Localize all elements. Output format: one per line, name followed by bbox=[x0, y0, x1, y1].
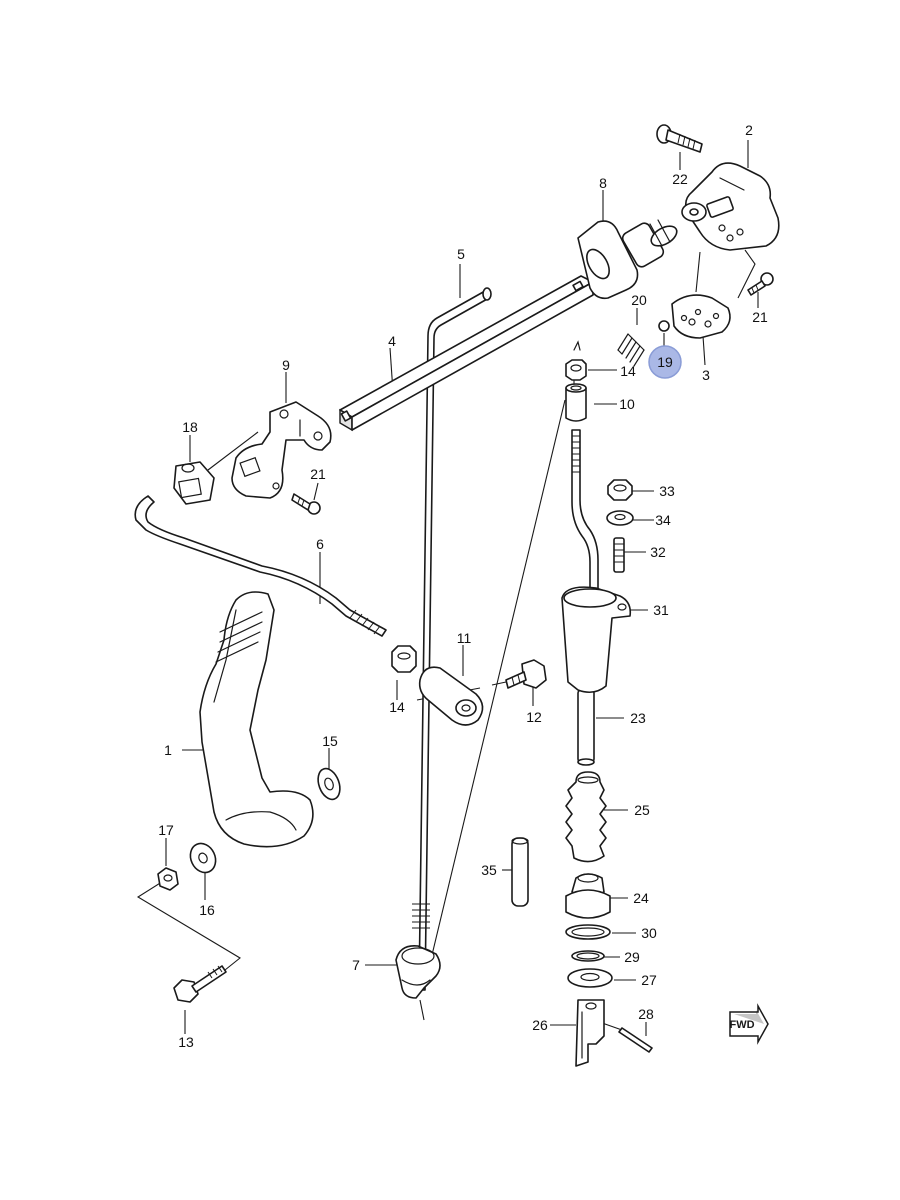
callout-highlight-19 bbox=[648, 345, 682, 379]
callout-12[interactable]: 12 bbox=[526, 709, 542, 725]
callout-21-left[interactable]: 21 bbox=[310, 466, 326, 482]
bolt-12 bbox=[505, 659, 547, 689]
shift-rod bbox=[412, 287, 492, 991]
callout-27[interactable]: 27 bbox=[641, 972, 657, 988]
shaft-joint bbox=[577, 219, 678, 300]
detent-spring bbox=[617, 333, 645, 367]
fwd-arrow-icon: FWD bbox=[729, 1003, 769, 1045]
callout-6[interactable]: 6 bbox=[316, 536, 324, 552]
screw-21-left bbox=[291, 493, 321, 515]
nut-33 bbox=[607, 479, 633, 501]
callout-18[interactable]: 18 bbox=[182, 419, 198, 435]
grommet-24 bbox=[565, 873, 611, 919]
callout-32[interactable]: 32 bbox=[650, 544, 666, 560]
rubber-boot bbox=[565, 771, 607, 863]
square-shaft bbox=[339, 275, 594, 432]
callout-2[interactable]: 2 bbox=[745, 122, 753, 138]
callout-9[interactable]: 9 bbox=[282, 357, 290, 373]
callout-5[interactable]: 5 bbox=[457, 246, 465, 262]
bolt-22 bbox=[656, 124, 703, 153]
callout-33[interactable]: 33 bbox=[659, 483, 675, 499]
washer-16 bbox=[189, 842, 217, 874]
callout-15[interactable]: 15 bbox=[322, 733, 338, 749]
callout-14-mid[interactable]: 14 bbox=[389, 699, 405, 715]
callout-1[interactable]: 1 bbox=[164, 742, 172, 758]
callout-10[interactable]: 10 bbox=[619, 396, 635, 412]
callout-8[interactable]: 8 bbox=[599, 175, 607, 191]
callout-21-right[interactable]: 21 bbox=[752, 309, 768, 325]
detent-plate bbox=[671, 294, 731, 339]
link-rod bbox=[134, 495, 387, 637]
callout-labels: 1 2 3 4 5 6 7 8 9 10 11 12 13 14 14 15 1… bbox=[158, 122, 768, 1050]
callout-17[interactable]: 17 bbox=[158, 822, 174, 838]
shift-rod-lower bbox=[571, 429, 599, 766]
fwd-label: FWD bbox=[729, 1019, 754, 1031]
callout-28[interactable]: 28 bbox=[638, 1006, 654, 1022]
callout-11[interactable]: 11 bbox=[457, 630, 472, 646]
callout-22[interactable]: 22 bbox=[672, 171, 688, 187]
nut-17 bbox=[157, 867, 179, 891]
callout-13[interactable]: 13 bbox=[178, 1034, 194, 1050]
o-ring-30 bbox=[565, 924, 611, 940]
shift-bracket bbox=[231, 401, 332, 499]
washer-34 bbox=[606, 510, 634, 526]
callout-30[interactable]: 30 bbox=[641, 925, 657, 941]
callout-3[interactable]: 3 bbox=[702, 367, 710, 383]
clip-18 bbox=[173, 461, 215, 505]
o-ring-29 bbox=[571, 950, 605, 962]
shift-handle bbox=[199, 591, 314, 848]
shift-lever-housing bbox=[681, 162, 780, 251]
collar bbox=[565, 383, 587, 422]
pin-28 bbox=[618, 1027, 653, 1053]
pin-35 bbox=[511, 837, 529, 907]
rod-end bbox=[418, 666, 484, 726]
screw-21-right bbox=[747, 272, 774, 296]
callout-23[interactable]: 23 bbox=[630, 710, 646, 726]
callout-19[interactable]: 19 bbox=[657, 354, 673, 370]
bolt-13 bbox=[173, 965, 227, 1003]
detent-ball bbox=[658, 320, 670, 332]
callout-16[interactable]: 16 bbox=[199, 902, 215, 918]
leader-lines bbox=[136, 140, 759, 1036]
callout-35[interactable]: 35 bbox=[481, 862, 497, 878]
rod-holder bbox=[561, 586, 632, 694]
callout-24[interactable]: 24 bbox=[633, 890, 649, 906]
callout-25[interactable]: 25 bbox=[634, 802, 650, 818]
callout-26[interactable]: 26 bbox=[532, 1017, 548, 1033]
callout-4[interactable]: 4 bbox=[388, 333, 396, 349]
callout-7[interactable]: 7 bbox=[352, 957, 360, 973]
washer-27 bbox=[567, 968, 613, 988]
callout-20[interactable]: 20 bbox=[631, 292, 647, 308]
nut-14-top bbox=[565, 340, 587, 381]
bracket-26 bbox=[575, 999, 605, 1067]
callout-34[interactable]: 34 bbox=[655, 512, 671, 528]
washer-15 bbox=[317, 767, 341, 801]
stud-32 bbox=[613, 537, 625, 573]
callout-29[interactable]: 29 bbox=[624, 949, 640, 965]
callout-31[interactable]: 31 bbox=[653, 602, 669, 618]
grommet-7 bbox=[395, 944, 441, 1021]
callout-14-top[interactable]: 14 bbox=[620, 363, 636, 379]
nut-14-mid bbox=[391, 645, 417, 673]
